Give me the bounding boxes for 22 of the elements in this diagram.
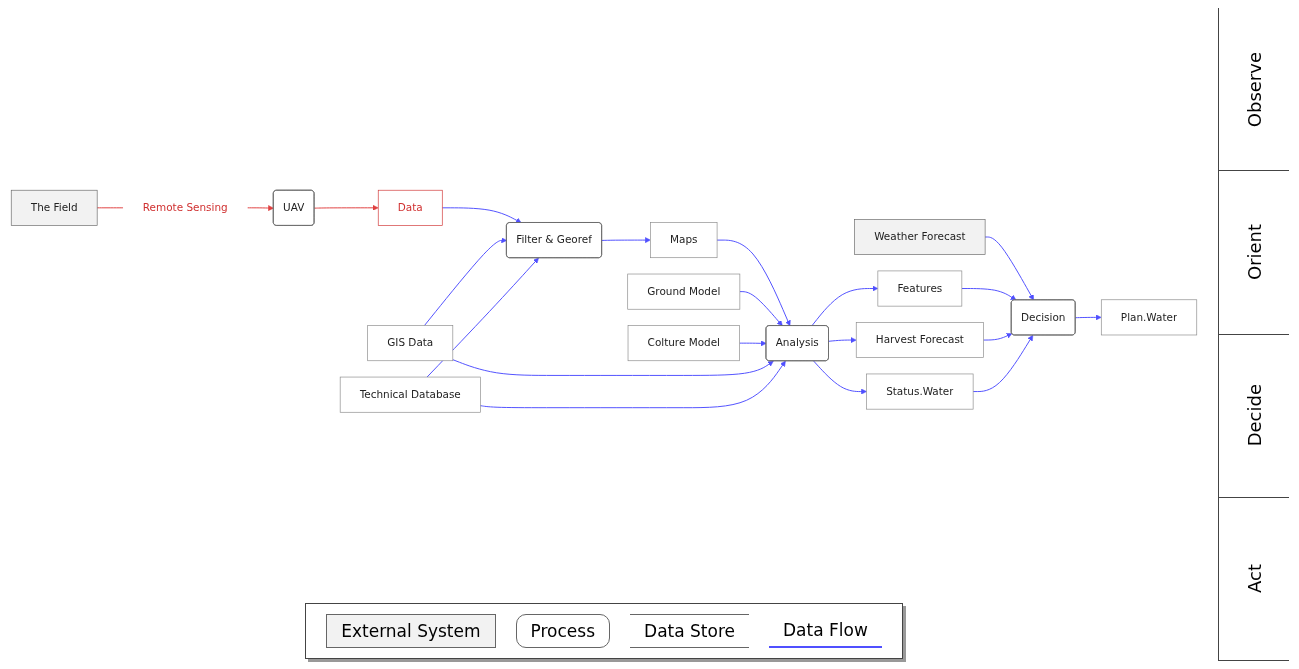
- data-store-sample: Data Store: [630, 614, 749, 648]
- node-box: The Field: [10, 190, 98, 226]
- node-box: Colture Model: [627, 325, 740, 362]
- data-flow-sample: Data Flow: [769, 614, 882, 648]
- phase-label: Act: [1243, 564, 1265, 594]
- phase-label: Observe: [1243, 51, 1265, 127]
- node-box: Weather Forecast: [854, 219, 986, 256]
- connector: [96, 207, 124, 209]
- node-box: Ground Model: [627, 273, 741, 310]
- phase-label: Decide: [1243, 384, 1265, 447]
- node-box: Features: [877, 270, 963, 307]
- node-box: Harvest Forecast: [855, 322, 984, 359]
- node-box: Status.Water: [866, 373, 974, 410]
- external-system-sample: External System: [326, 614, 496, 648]
- phase-label: Orient: [1243, 224, 1265, 281]
- node-box: Maps: [650, 222, 718, 259]
- node-box: Plan.Water: [1100, 299, 1198, 336]
- node-box: Data: [377, 190, 443, 226]
- node-box: Technical Database: [339, 376, 481, 413]
- node-box: GIS Data: [367, 325, 454, 362]
- node-text: Remote Sensing: [142, 201, 228, 214]
- process-sample: Process: [515, 614, 611, 648]
